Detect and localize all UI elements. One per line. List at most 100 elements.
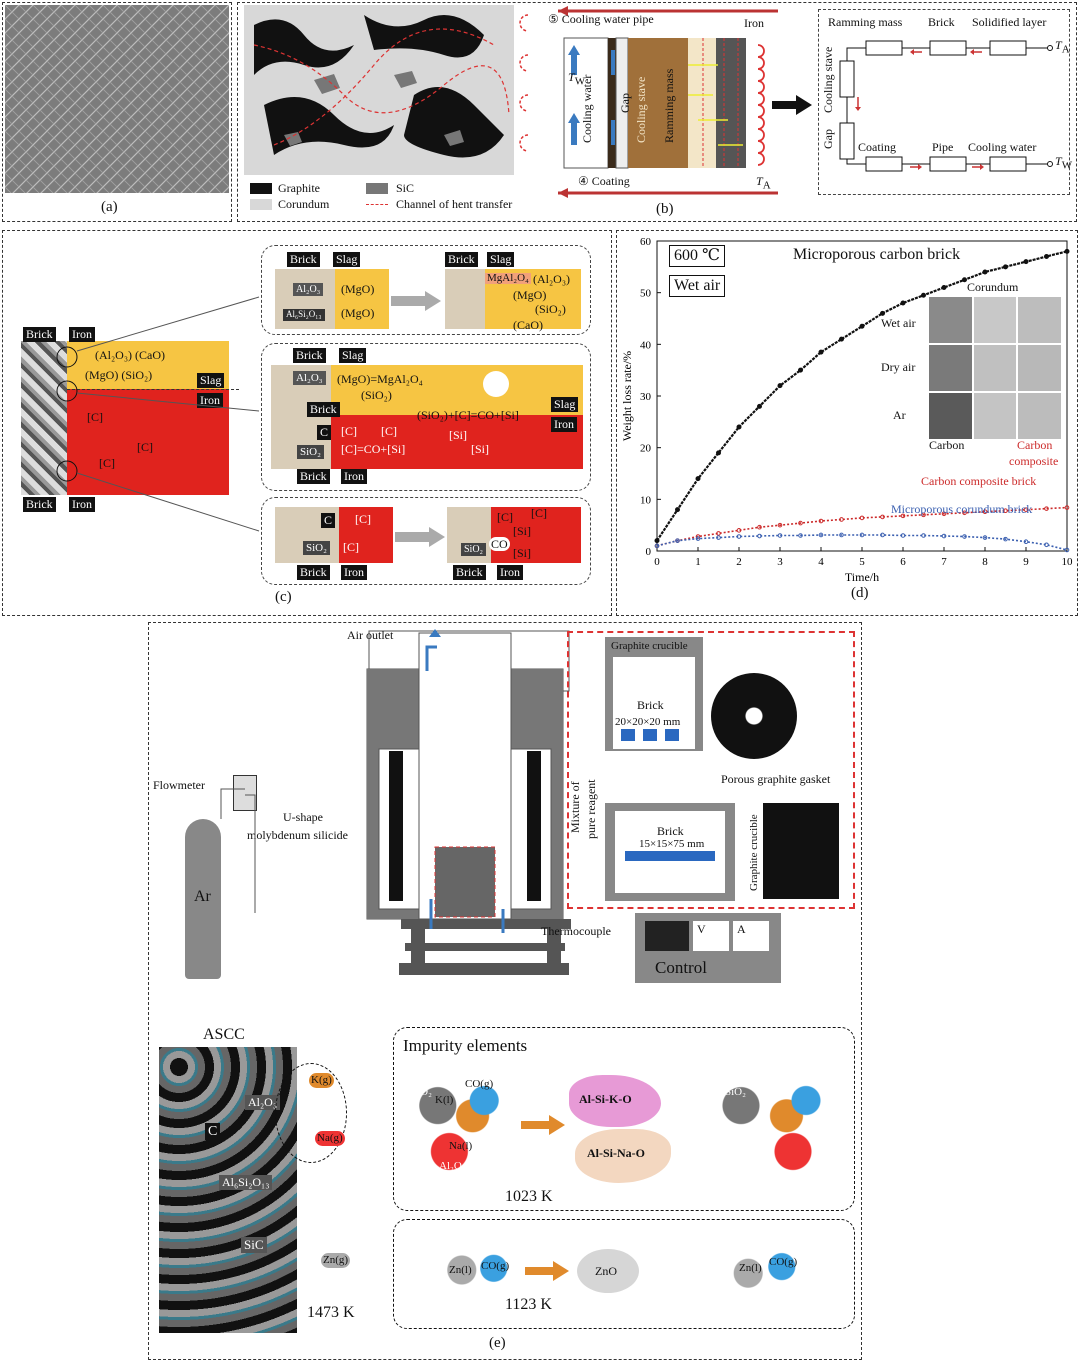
zn-cluster-right: [723, 1249, 807, 1293]
cr-sio2: SiO₂: [725, 1086, 746, 1098]
inset-dry-air: Dry air: [881, 360, 916, 374]
point-0-1: [675, 507, 680, 513]
flowmeter-label: Flowmeter: [153, 778, 205, 792]
x-axis-label: Time/h: [845, 570, 879, 584]
c3-c2: [C]: [343, 540, 359, 554]
point-0-11: [880, 310, 885, 316]
microstructure-image: [244, 5, 514, 175]
zno: ZnO: [595, 1264, 617, 1278]
point-1-5: [757, 524, 762, 530]
zoom-lines: [56, 296, 260, 532]
control-a-meter: [733, 921, 769, 951]
point-0-10: [859, 323, 865, 329]
caption-e: (e): [489, 1335, 506, 1351]
caption-d: (d): [851, 585, 869, 601]
thermal-circuit: [818, 9, 1070, 195]
circuit-brick: Brick: [928, 15, 955, 29]
oxides-left2: (MgO) (SiO₂): [85, 368, 153, 382]
brick-column: [21, 341, 67, 495]
brick-label-2: Brick: [657, 824, 684, 838]
c2-c-particle: C: [317, 425, 332, 441]
point-2-16: [982, 535, 988, 540]
point-2-18: [1023, 539, 1029, 545]
oxides-left: (Al₂O₃) (CaO): [95, 348, 166, 362]
point-2-20: [1064, 547, 1070, 553]
c1-arrow: [391, 291, 441, 311]
graphite-crucible-v: Graphite crucible: [748, 814, 760, 891]
k-g: K(g): [309, 1073, 334, 1088]
legend-channel: Channel of hent transfer: [396, 197, 513, 211]
crucible-detail: [567, 631, 855, 909]
control-v-meter: [693, 921, 729, 951]
caption-a: (a): [101, 199, 118, 215]
point-0-18: [1023, 259, 1029, 265]
tag-iron-3: Iron: [69, 497, 95, 513]
ascc-label: ASCC: [203, 1026, 245, 1043]
point-1-10: [859, 515, 865, 521]
heat-arrows: [519, 14, 529, 152]
inset-corundum: Corundum: [967, 280, 1019, 294]
chart-tag-temp: 600 ℃: [669, 245, 725, 267]
cr-al2o3: Al₂O₃: [737, 1164, 764, 1176]
c1-tag-slag-b: Slag: [487, 252, 515, 268]
t1473: 1473 K: [307, 1304, 355, 1321]
c3-tag-brick: Brick: [297, 565, 330, 581]
c3-arrow: [395, 527, 445, 547]
c2-tag-slag-r: Slag: [551, 397, 579, 413]
impurity-label: Impurity elements: [403, 1036, 528, 1055]
x-tick-label-10: 10: [1062, 556, 1074, 568]
al-si-na-o: Al-Si-Na-O: [587, 1146, 645, 1160]
layer-cooling-water: Cooling water: [580, 74, 594, 143]
tag-iron-2: Iron: [197, 393, 223, 409]
x-tick-label-8: 8: [982, 556, 988, 568]
c2-si2: [Si]: [471, 442, 489, 456]
point-2-4: [736, 534, 742, 539]
point-0-4: [736, 424, 742, 430]
panel-e: Air outlet Flowmeter U-shape molybdenum …: [148, 622, 862, 1360]
control-label: Control: [655, 958, 707, 977]
legend-corundum-brick: Microporous corundum brick: [891, 502, 1033, 516]
c3-c-particle: C: [321, 513, 336, 529]
ar-cylinder: [185, 819, 221, 979]
c2-si1: [Si]: [449, 428, 467, 442]
y-tick-label-40: 40: [640, 339, 652, 351]
flowmeter: [233, 775, 257, 811]
legend-corundum-swatch: [250, 199, 272, 210]
ta-label: TA: [756, 174, 771, 192]
c3-si1: [Si]: [513, 524, 531, 538]
c1-brick-b: [445, 269, 485, 329]
cl-na: Na(l): [449, 1140, 473, 1152]
inset-images: [929, 297, 1061, 439]
cl-k: K(l): [435, 1094, 454, 1106]
point-1-16: [982, 509, 988, 515]
point-0-12: [900, 300, 906, 306]
iron-label: Iron: [744, 16, 764, 30]
legend-channel-swatch: [366, 204, 388, 205]
point-2-12: [900, 533, 906, 538]
al-si-k-o: Al-Si-K-O: [579, 1092, 632, 1106]
y-tick-label-50: 50: [640, 288, 652, 300]
c2-reaction1: (MgO)=MgAl₂O₄: [337, 372, 423, 386]
point-0-7: [798, 367, 803, 373]
c2-sio2-particle: SiO₂: [297, 445, 324, 460]
point-1-6: [777, 522, 783, 528]
c1-slag: [335, 269, 389, 329]
series-line-0: [656, 250, 1068, 542]
air-outlet-label: Air outlet: [347, 628, 394, 642]
c2-reaction2: (SiO₂)+[C]=CO+[Si]: [417, 408, 519, 422]
legend-corundum: Corundum: [278, 197, 330, 211]
point-0-8: [818, 349, 824, 355]
zno-blob: [577, 1249, 639, 1293]
tag-slag-1: Slag: [197, 373, 225, 389]
point-2-3: [716, 535, 721, 540]
zn-l-left: Zn(l): [449, 1264, 472, 1276]
c3-iron-b: [491, 507, 581, 563]
thermocouple-label: Thermocouple: [541, 924, 611, 938]
cr-sic: SiC: [721, 1146, 738, 1158]
c1-mgo-1: (MgO): [341, 282, 375, 296]
caption-b: (b): [656, 201, 674, 217]
c3-c3: [C]: [497, 510, 513, 524]
point-2-7: [798, 533, 803, 538]
point-1-15: [962, 510, 967, 516]
x-tick-label-9: 9: [1023, 556, 1029, 568]
